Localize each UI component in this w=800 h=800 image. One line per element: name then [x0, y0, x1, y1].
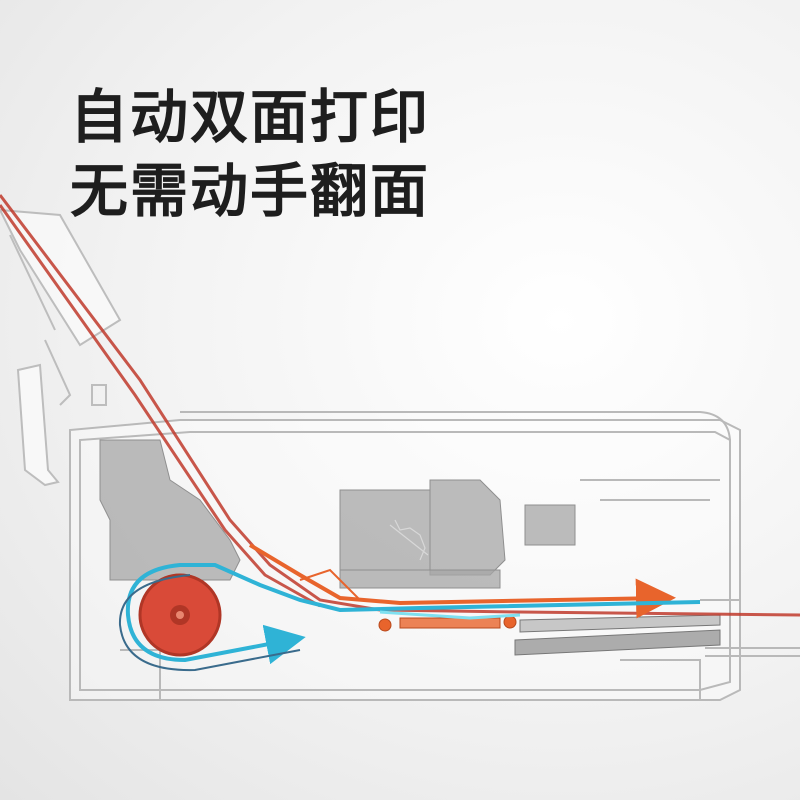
paper-path-front — [248, 543, 676, 619]
roller-icon — [138, 573, 222, 657]
headline-line-1: 自动双面打印 — [70, 83, 431, 151]
paper-path-input — [0, 194, 800, 617]
exit-tray — [705, 647, 800, 657]
headline: 自动双面打印 无需动手翻面 — [70, 80, 430, 228]
front-paper-stop — [16, 363, 60, 487]
duplex-arrow-icon — [125, 563, 701, 665]
output-plate — [514, 614, 721, 656]
paper-tray — [0, 208, 122, 406]
duplex-guide — [118, 574, 301, 672]
gear-dial — [389, 519, 429, 561]
headline-line-2: 无需动手翻面 — [70, 157, 431, 225]
print-mechanism — [99, 439, 576, 589]
